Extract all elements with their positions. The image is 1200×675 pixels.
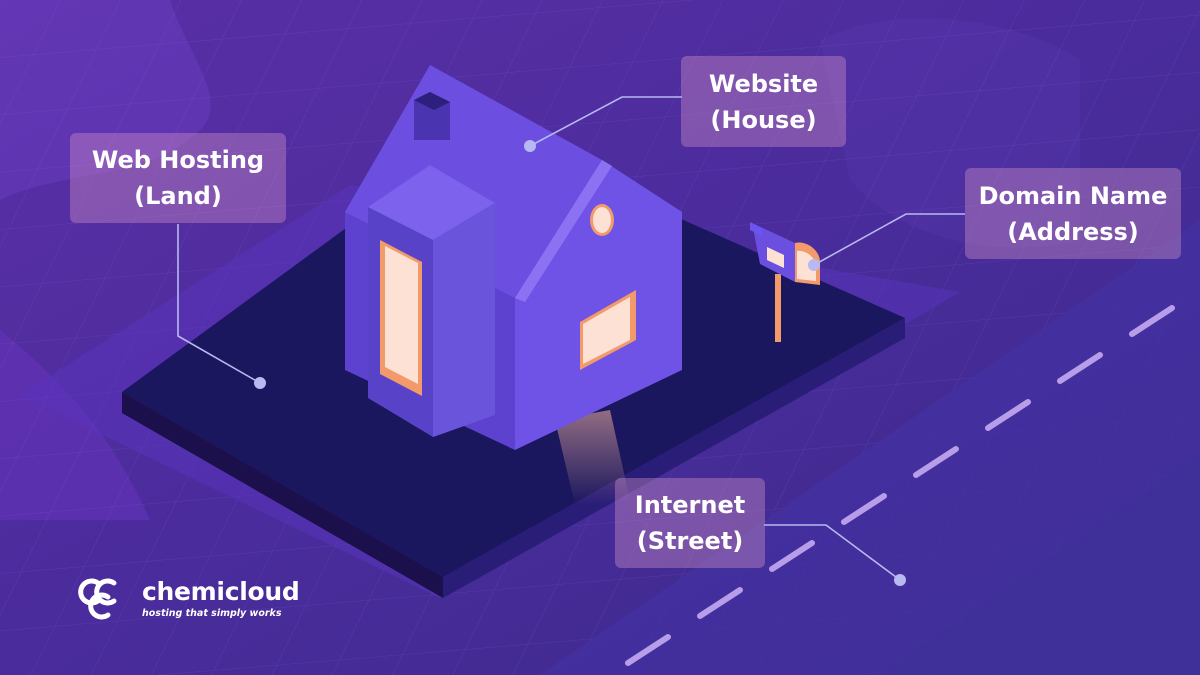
connector-internet (764, 524, 901, 581)
callout-website-subtitle: (House) (710, 105, 817, 134)
connector-dots (254, 140, 906, 586)
land-plot-edge (122, 392, 443, 598)
callout-domain-name-subtitle: (Address) (1007, 217, 1139, 246)
light-beam (555, 410, 630, 505)
mailbox-post (775, 274, 781, 342)
road-edge (880, 455, 1200, 675)
chemicloud-logo-icon (78, 578, 117, 620)
connector-web-hosting (177, 224, 261, 384)
road (540, 220, 1200, 675)
logo-brand-name: chemicloud (142, 577, 300, 606)
dot-domain-name (808, 259, 820, 271)
dot-website (524, 140, 536, 152)
callout-web-hosting: Web Hosting (Land) (70, 133, 286, 223)
door-glow (385, 246, 418, 384)
chimney-top (414, 92, 450, 110)
callout-connectors (177, 96, 965, 581)
callout-domain-name: Domain Name (Address) (965, 168, 1181, 259)
window-glow (583, 297, 630, 364)
attic-window (593, 207, 611, 233)
chemicloud-logo: chemicloud hosting that simply works (78, 574, 318, 624)
logo-tagline: hosting that simply works (142, 608, 282, 619)
house (345, 65, 682, 450)
road-center-line (625, 305, 1175, 666)
callout-web-hosting-subtitle: (Land) (134, 182, 222, 210)
callout-web-hosting-title: Web Hosting (91, 146, 265, 174)
connector-domain-name (813, 213, 965, 266)
entrance-top (368, 165, 495, 240)
callout-internet-title: Internet (634, 491, 746, 519)
dot-internet (894, 574, 906, 586)
callout-domain-name-title: Domain Name (978, 181, 1168, 210)
callout-internet-subtitle: (Street) (636, 527, 744, 555)
roof-ridge-highlight (515, 160, 612, 302)
dot-web-hosting (254, 377, 266, 389)
callout-website-title: Website (708, 69, 819, 98)
connector-website (529, 96, 682, 147)
letter-icon (767, 247, 784, 268)
entrance-side (433, 203, 495, 437)
callout-internet: Internet (Street) (615, 478, 765, 568)
mailbox (750, 222, 820, 342)
land-plot-edge (443, 318, 905, 598)
mailbox-flag (750, 222, 762, 236)
callout-website: Website (House) (681, 56, 846, 147)
mailbox-door-glow (797, 250, 816, 281)
